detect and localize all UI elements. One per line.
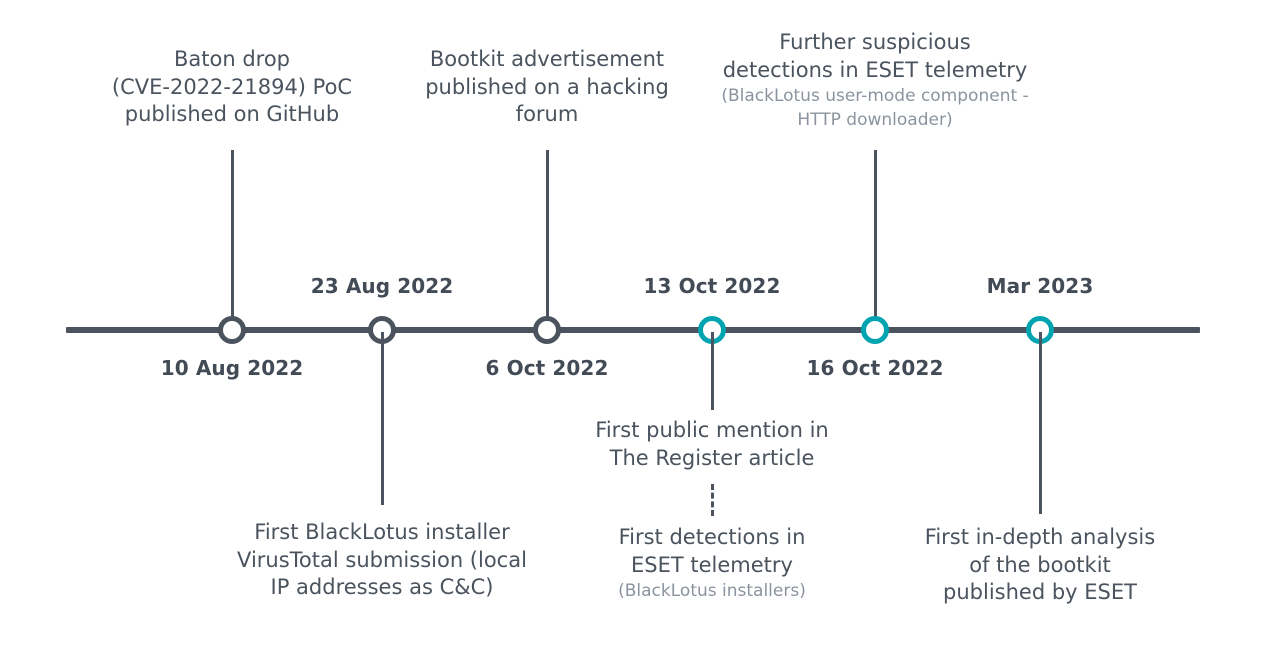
connector-event-4 bbox=[711, 332, 714, 410]
event-subline: (BlackLotus user-mode component - bbox=[721, 86, 1029, 107]
event-line: First detections in bbox=[618, 525, 806, 549]
event-line: Further suspicious bbox=[779, 30, 971, 54]
event-line: The Register article bbox=[609, 445, 815, 470]
date-label-1: 10 Aug 2022 bbox=[160, 356, 304, 380]
event-line: ESET telemetry bbox=[631, 552, 793, 577]
connector-event-5 bbox=[874, 150, 877, 330]
event-label-virustotal-submission: First BlackLotus installer VirusTotal su… bbox=[182, 519, 582, 602]
event-line: of the bootkit bbox=[969, 552, 1111, 577]
event-line: First BlackLotus installer bbox=[254, 520, 510, 544]
event-subline: (BlackLotus installers) bbox=[618, 581, 806, 602]
timeline-node-1[interactable] bbox=[218, 316, 246, 344]
connector-event-3 bbox=[546, 150, 549, 330]
date-label-6: Mar 2023 bbox=[986, 274, 1094, 298]
event-line: IP addresses as C&C) bbox=[270, 575, 494, 600]
connector-event-2 bbox=[381, 332, 384, 505]
connector-event-6 bbox=[1039, 332, 1042, 514]
date-label-3: 6 Oct 2022 bbox=[485, 356, 609, 380]
date-label-5: 16 Oct 2022 bbox=[806, 356, 944, 380]
event-line: VirusTotal submission (local bbox=[237, 547, 527, 572]
event-label-baton-drop: Baton drop (CVE-2022-21894) PoC publishe… bbox=[52, 46, 412, 129]
event-subline: HTTP downloader) bbox=[797, 109, 953, 130]
event-line: Bootkit advertisement bbox=[429, 47, 665, 71]
event-label-further-suspicious-detections: Further suspicious detections in ESET te… bbox=[640, 29, 1110, 131]
event-line: published on GitHub bbox=[124, 102, 340, 127]
event-line: published on a hacking bbox=[425, 74, 669, 99]
event-line: (CVE-2022-21894) PoC bbox=[111, 74, 353, 99]
timeline-axis bbox=[66, 327, 1200, 333]
connector-event-4-dashed bbox=[711, 484, 714, 516]
event-line: published by ESET bbox=[943, 580, 1137, 605]
event-line: First in-depth analysis bbox=[924, 525, 1156, 549]
event-line: Baton drop bbox=[173, 47, 291, 71]
date-label-2: 23 Aug 2022 bbox=[310, 274, 454, 298]
event-line: forum bbox=[515, 102, 579, 127]
event-label-first-public-mention: First public mention in The Register art… bbox=[547, 417, 877, 472]
event-label-bootkit-advertisement: Bootkit advertisement published on a hac… bbox=[377, 46, 717, 129]
timeline-node-3[interactable] bbox=[533, 316, 561, 344]
event-label-in-depth-analysis: First in-depth analysis of the bootkit p… bbox=[870, 524, 1210, 607]
timeline-node-5[interactable] bbox=[861, 316, 889, 344]
connector-event-1 bbox=[231, 150, 234, 330]
date-label-4: 13 Oct 2022 bbox=[643, 274, 781, 298]
event-line: First public mention in bbox=[595, 418, 829, 442]
event-label-first-detections: First detections in ESET telemetry (Blac… bbox=[547, 524, 877, 603]
event-line: detections in ESET telemetry bbox=[722, 57, 1028, 82]
